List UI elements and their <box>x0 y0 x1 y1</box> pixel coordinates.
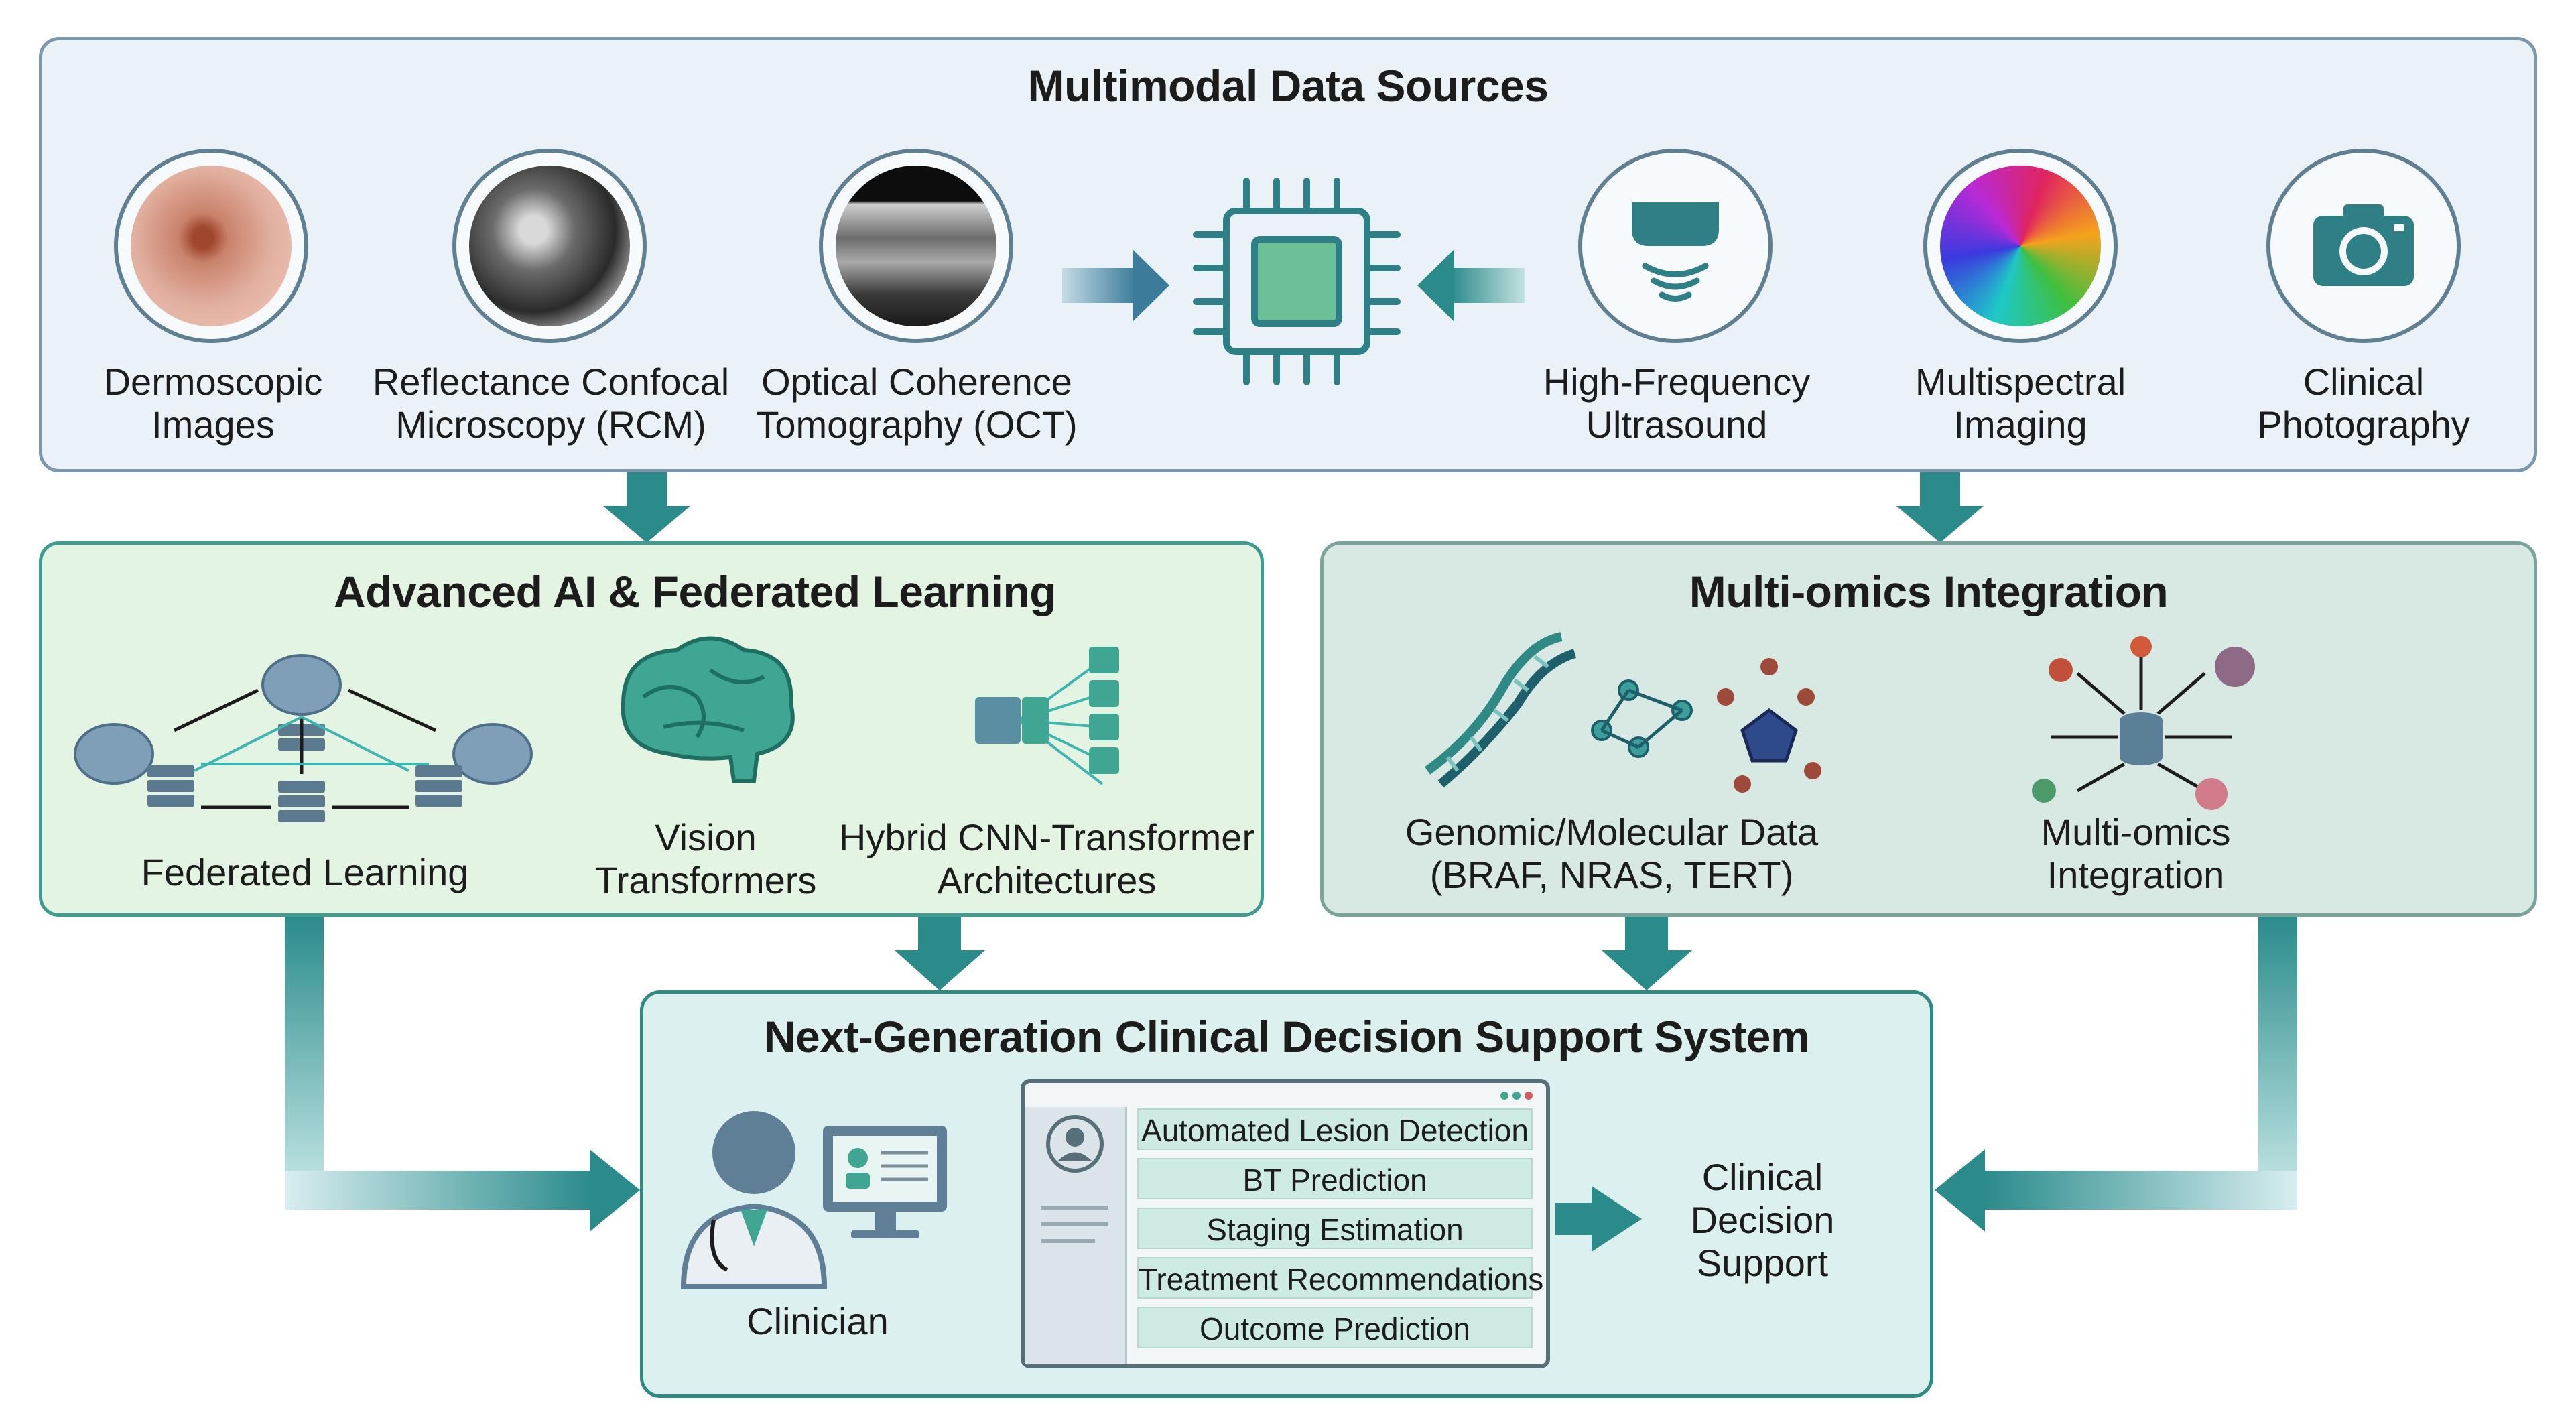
arrow-sources-to-ai <box>603 469 690 543</box>
rcm-image-icon <box>452 149 647 343</box>
feature-automated-lesion-detection: Automated Lesion Detection <box>1137 1108 1533 1150</box>
processor-chip-icon <box>1193 178 1401 385</box>
omics-label-integration: Multi-omics Integration <box>2041 811 2231 896</box>
dermoscopic-image-icon <box>114 149 308 343</box>
ai-label-vision-transformers: Vision Transformers <box>594 816 817 901</box>
clinical-decision-support-label: Clinical Decision Support <box>1690 1156 1835 1284</box>
monitor-icon <box>823 1126 947 1238</box>
camera-icon <box>2266 149 2461 343</box>
panel-title: Multimodal Data Sources <box>1027 61 1549 111</box>
window-controls <box>1496 1091 1533 1103</box>
feature-bt-prediction: BT Prediction <box>1137 1158 1533 1199</box>
feature-staging-estimation: Staging Estimation <box>1137 1208 1533 1249</box>
source-label-ultrasound: High-Frequency Ultrasound <box>1543 361 1811 446</box>
source-label-photography: Clinical Photography <box>2257 361 2470 446</box>
source-label-rcm: Reflectance Confocal Microscopy (RCM) <box>372 361 730 446</box>
oct-image-icon <box>819 149 1013 343</box>
arrow-into-chip-left <box>1062 249 1169 322</box>
source-label-dermoscopic: Dermoscopic Images <box>103 361 323 446</box>
arrow-omics-to-cdss <box>1602 915 1692 990</box>
feature-treatment-recommendations: Treatment Recommendations <box>1137 1257 1543 1299</box>
arrow-left-elbow-to-cdss <box>285 917 640 1232</box>
multi-omics-panel: Multi-omics Integration <box>1320 541 2537 917</box>
omics-hub-icon <box>2032 636 2255 810</box>
omics-label-genomic: Genomic/Molecular Data (BRAF, NRAS, TERT… <box>1405 811 1819 896</box>
clinician-label: Clinician <box>747 1300 889 1342</box>
ai-label-hybrid: Hybrid CNN-Transformer Architectures <box>838 816 1255 901</box>
federated-network-icon <box>74 654 533 822</box>
multispectral-image-icon <box>1923 149 2118 343</box>
panel-title: Advanced AI & Federated Learning <box>334 567 1057 616</box>
arrow-to-output <box>1555 1186 1642 1252</box>
panel-title: Multi-omics Integration <box>1689 567 2169 616</box>
source-label-oct: Optical Coherence Tomography (OCT) <box>756 361 1078 446</box>
dna-molecule-icon <box>1424 632 1821 793</box>
arrow-ai-to-cdss <box>895 915 985 990</box>
ultrasound-icon <box>1578 149 1773 343</box>
panel-title: Next-Generation Clinical Decision Suppor… <box>763 1012 1810 1061</box>
arrow-into-chip-right <box>1417 249 1525 322</box>
clinician-icon <box>680 1111 828 1289</box>
arrow-sources-to-omics <box>1896 469 1984 543</box>
neural-network-icon <box>975 647 1119 785</box>
dashboard-sidebar <box>1025 1107 1127 1364</box>
feature-outcome-prediction: Outcome Prediction <box>1137 1307 1533 1348</box>
arrow-right-elbow-to-cdss <box>1935 917 2297 1232</box>
dashboard-window: Automated Lesion Detection BT Prediction… <box>1021 1079 1550 1368</box>
ai-label-federated: Federated Learning <box>141 851 469 893</box>
source-label-multispectral: Multispectral Imaging <box>1915 361 2126 446</box>
brain-icon <box>621 636 795 783</box>
